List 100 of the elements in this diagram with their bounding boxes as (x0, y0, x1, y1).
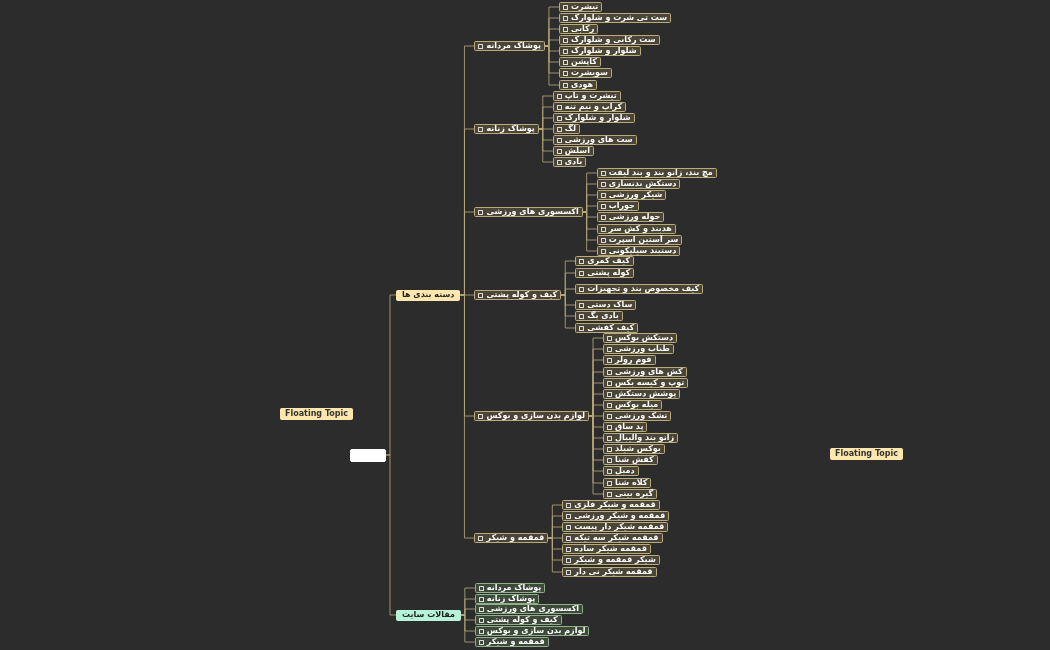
topic-text: مچ بند، زانو بند و بند لیفت (608, 168, 713, 178)
subtopic-box (474, 614, 562, 626)
connector-line (560, 294, 576, 329)
subtopic-box (603, 366, 687, 378)
subtopic-box (558, 56, 601, 68)
topic-text: بادی بگ (587, 311, 619, 321)
topic-text: شیکر قمقمه و شیکر (574, 555, 656, 565)
topic-text: تیشرت و تاپ (564, 91, 617, 101)
subtopic-box (596, 234, 683, 246)
topic-text: Floating Topic (285, 409, 348, 419)
topic-text: پوشاک زنانه (486, 594, 536, 604)
connector-line (460, 294, 475, 539)
topic-text: قمقمه شیکر سه تیکه (574, 533, 659, 543)
topic-text: دستکش بدنسازی (608, 179, 677, 189)
topic-text: بوکس شیلد (615, 444, 661, 454)
topic-text: تشک ورزشی (615, 411, 668, 421)
topic-text: کیف و کوله پشتی (486, 290, 558, 300)
topic-text: پوشاک زنانه (486, 124, 535, 134)
main-topic-box (396, 609, 461, 621)
topic-text: پوشش دستکش (615, 389, 677, 399)
topic-text: کیف کفشی (587, 323, 635, 333)
topic-text: پوشاک مردانه (486, 41, 541, 51)
topic-text: طناب ورزشی (615, 344, 670, 354)
topic-text: کیف کمری (587, 256, 630, 266)
topic-text: قمقمه شیکر ساده (574, 544, 647, 554)
topic-text: کفش شنا (615, 455, 654, 465)
subtopic-box (603, 354, 656, 366)
connector-line (385, 454, 397, 616)
subtopic-box (575, 267, 635, 279)
main-topic-box (396, 289, 461, 301)
topic-text: کوله پشتی (587, 268, 631, 278)
subtopic-box (558, 67, 612, 79)
subtopic-box (603, 343, 674, 355)
topic-text: کراپ و نیم تنه (564, 102, 623, 112)
subtopic-box (603, 332, 677, 344)
topic-text: قمقمه و شیکر (486, 637, 545, 647)
topic-text: قمقمه و شیکر (486, 533, 545, 543)
topic-text: رکابی (570, 24, 595, 34)
floating-topic-box (830, 448, 903, 460)
subtopic-box (596, 223, 676, 235)
topic-text: کیف مخصوص بند و تجهیزات (587, 284, 700, 294)
subtopic-box (562, 499, 660, 511)
subtopic-box (552, 145, 594, 157)
topic-text: کلاه شنا (615, 478, 648, 488)
topic-text: دمبل (615, 466, 635, 476)
topic-text: اسلش (564, 146, 590, 156)
subtopic-box (575, 310, 623, 322)
topic-text: دستکش بوکس (615, 333, 673, 343)
topic-text: سر آستین اسپرت (608, 235, 679, 245)
topic-box (350, 448, 386, 462)
subtopic-box (603, 399, 663, 411)
topic-text: حوله ورزشی (608, 212, 661, 222)
subtopic-box (552, 112, 635, 124)
topic-text: ست های ورزشی (564, 135, 633, 145)
topic-text: لوازم بدن سازی و بوکس (486, 626, 586, 636)
subtopic-box (603, 388, 681, 400)
subtopic-box (603, 421, 648, 433)
topic-text: کیف و کوله پشتی (486, 615, 558, 625)
subtopic-box (596, 189, 667, 201)
connector-line (547, 537, 563, 573)
topic-text: توپ و کیسه بکس (615, 378, 685, 388)
subtopic-box (558, 12, 672, 24)
topic-text: تیشرت (570, 2, 599, 12)
topic-text: قمقمه و شیکر ورزشی (574, 511, 666, 521)
topic-text: شلوار و شلوارک (564, 113, 631, 123)
subtopic-box (603, 377, 689, 389)
subtopic-box (552, 90, 621, 102)
topic-text: شلوار و شلوارک (570, 46, 637, 56)
topic-text: لگ (564, 124, 576, 134)
subtopic-box (562, 554, 660, 566)
subtopic-box (474, 532, 549, 544)
subtopic-box (562, 543, 651, 555)
topic-text: کاپشن (570, 57, 597, 67)
subtopic-box (596, 211, 665, 223)
subtopic-box (562, 510, 670, 522)
subtopic-box (603, 454, 658, 466)
subtopic-box (596, 167, 717, 179)
subtopic-box (562, 532, 663, 544)
subtopic-box (552, 123, 580, 135)
subtopic-box (562, 566, 657, 578)
subtopic-box (474, 625, 590, 637)
subtopic-box (603, 410, 672, 422)
topic-text: ساک دستی (587, 300, 633, 310)
subtopic-box (474, 410, 590, 422)
subtopic-box (603, 488, 658, 500)
subtopic-box (596, 200, 639, 212)
subtopic-box (558, 45, 641, 57)
subtopic-box (575, 299, 637, 311)
subtopic-box (558, 34, 660, 46)
subtopic-box (474, 636, 549, 648)
topic-text: پوشاک مردانه (486, 583, 542, 593)
topic-text: زانو بند والیبال (615, 433, 675, 443)
subtopic-box (603, 477, 652, 489)
subtopic-box (596, 178, 681, 190)
topic-text: ست تی شرت و شلوارک (570, 13, 668, 23)
subtopic-box (552, 134, 637, 146)
floating-topic-box (280, 408, 353, 420)
subtopic-box (603, 432, 679, 444)
topic-text: ست رکابی و شلوارک (570, 35, 656, 45)
subtopic-box (575, 255, 634, 267)
